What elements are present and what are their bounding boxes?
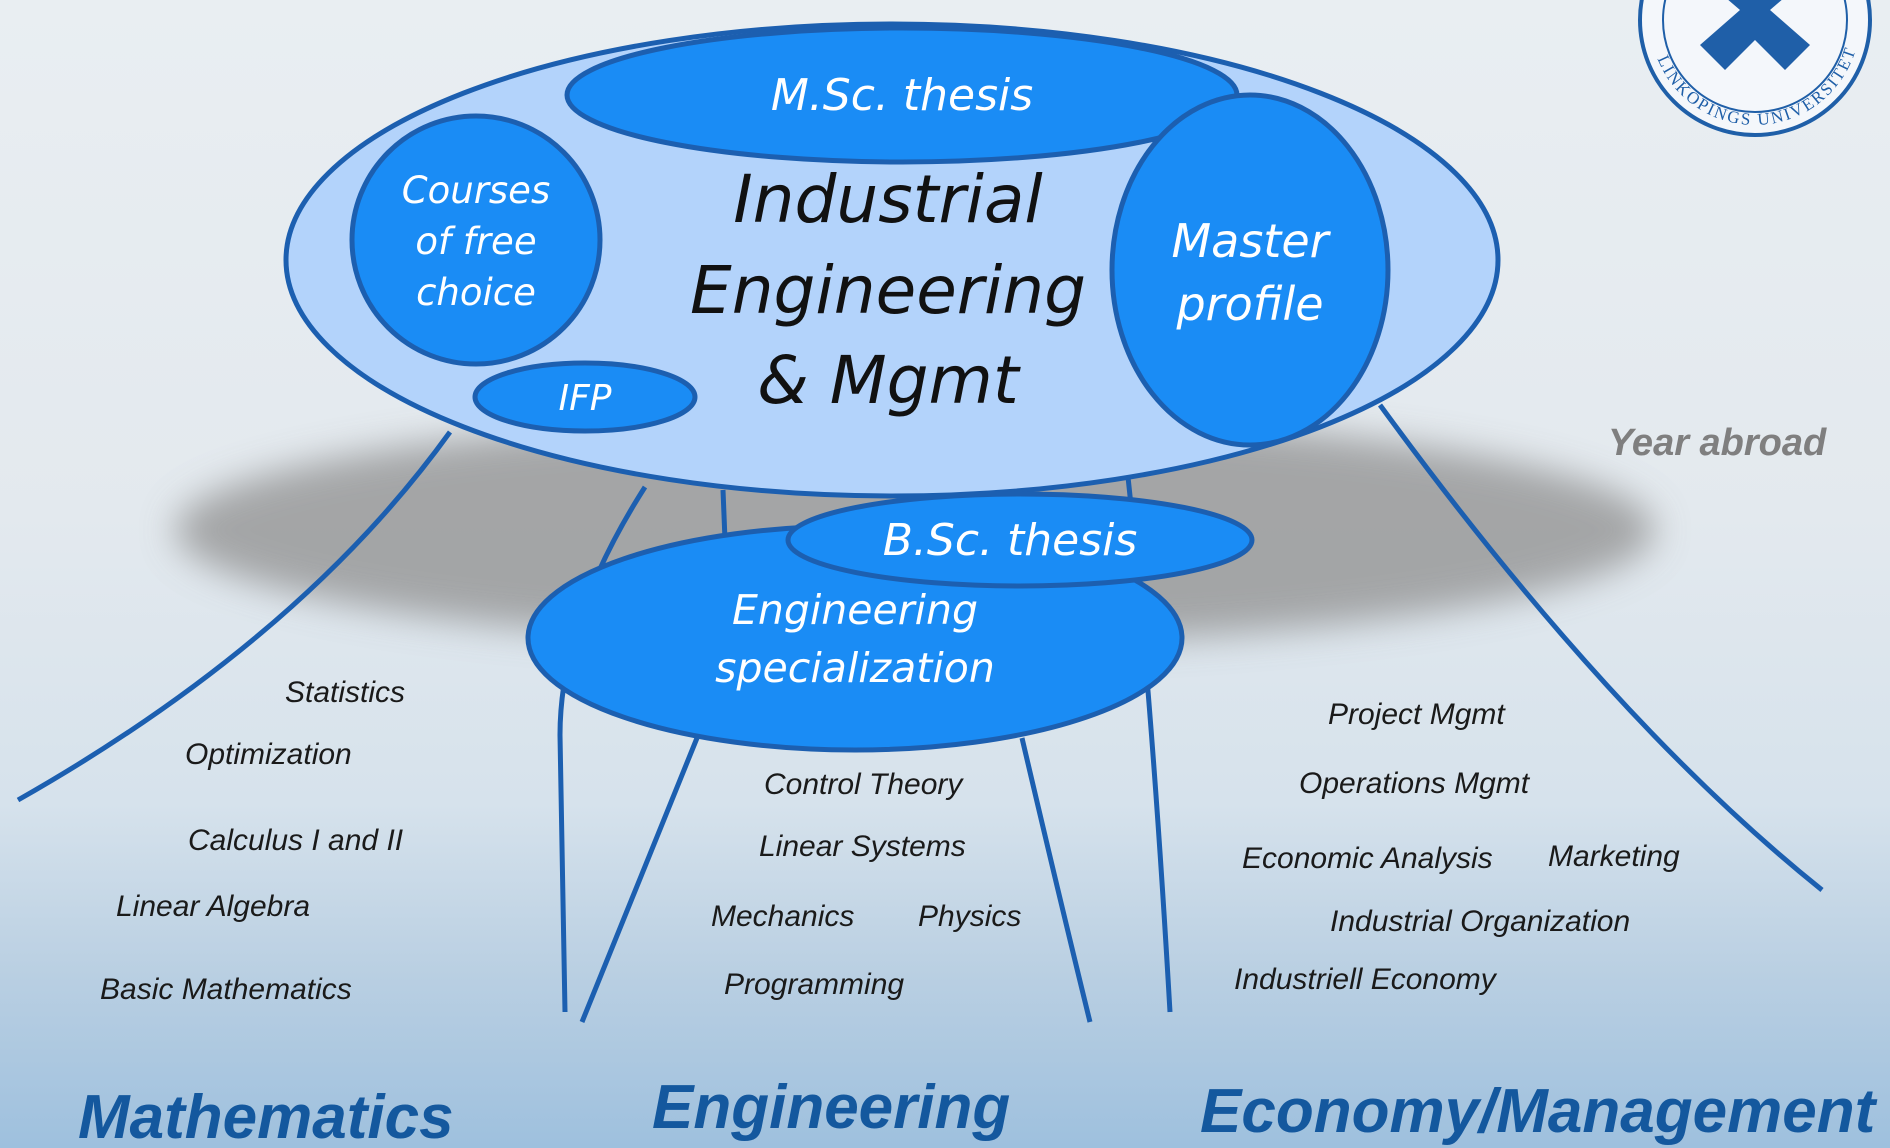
university-seal: LINKÖPINGS UNIVERSITET bbox=[1638, 0, 1872, 137]
course-industriell-economy: Industriell Economy bbox=[1234, 963, 1498, 996]
engineering-specialization-line-2: specialization bbox=[715, 644, 995, 692]
free-choice-line-2: of free bbox=[415, 220, 536, 263]
master-profile-line-2: profile bbox=[1175, 277, 1323, 331]
course-operations-mgmt: Operations Mgmt bbox=[1299, 767, 1531, 800]
line-mathematics bbox=[16, 430, 453, 803]
bsc-thesis-label: B.Sc. thesis bbox=[883, 515, 1138, 566]
course-control-theory: Control Theory bbox=[764, 768, 964, 801]
economy-courses: Project Mgmt Operations Mgmt Economic An… bbox=[1234, 698, 1680, 996]
core-line-2: Engineering bbox=[690, 252, 1086, 329]
core-line-3: & Mgmt bbox=[757, 342, 1021, 419]
course-basic-mathematics: Basic Mathematics bbox=[100, 973, 352, 1006]
economy-title: Economy/Management bbox=[1200, 1077, 1878, 1146]
course-mechanics: Mechanics bbox=[711, 900, 854, 933]
course-project-mgmt: Project Mgmt bbox=[1328, 698, 1506, 731]
msc-thesis-label: M.Sc. thesis bbox=[771, 70, 1033, 121]
ifp-label: IFP bbox=[558, 378, 611, 419]
bsc-thesis-ellipse bbox=[785, 491, 1255, 589]
year-abroad-label: Year abroad bbox=[1608, 422, 1827, 464]
course-statistics: Statistics bbox=[285, 676, 405, 709]
master-profile-ellipse bbox=[1109, 92, 1391, 448]
core-line-1: Industrial bbox=[733, 161, 1043, 238]
course-industrial-organization: Industrial Organization bbox=[1330, 905, 1630, 938]
free-choice-line-3: choice bbox=[416, 271, 536, 314]
engineering-specialization-line-1: Engineering bbox=[732, 586, 978, 634]
mathematics-title: Mathematics bbox=[78, 1083, 454, 1148]
line-eng-left-2 bbox=[720, 489, 728, 541]
master-profile-line-1: Master bbox=[1171, 214, 1331, 268]
line-economy bbox=[1377, 403, 1824, 892]
course-physics: Physics bbox=[918, 900, 1021, 933]
course-linear-algebra: Linear Algebra bbox=[116, 890, 310, 923]
course-linear-systems: Linear Systems bbox=[759, 830, 966, 863]
course-economic-analysis: Economic Analysis bbox=[1242, 842, 1493, 875]
engineering-title: Engineering bbox=[652, 1073, 1010, 1142]
line-eng-bottom-left bbox=[579, 737, 700, 1023]
course-optimization: Optimization bbox=[185, 738, 352, 771]
mathematics-courses: Statistics Optimization Calculus I and I… bbox=[100, 676, 405, 1006]
course-calculus: Calculus I and II bbox=[188, 824, 403, 857]
seal-emblem-icon bbox=[1700, 0, 1810, 70]
free-choice-circle bbox=[349, 113, 603, 367]
line-eng-bottom-right bbox=[1019, 737, 1093, 1023]
engineering-courses: Control Theory Linear Systems Mechanics … bbox=[711, 768, 1021, 1001]
course-marketing: Marketing bbox=[1548, 840, 1680, 873]
ifp-ellipse bbox=[472, 360, 698, 434]
course-programming: Programming bbox=[724, 968, 904, 1001]
free-choice-line-1: Courses bbox=[402, 169, 550, 212]
